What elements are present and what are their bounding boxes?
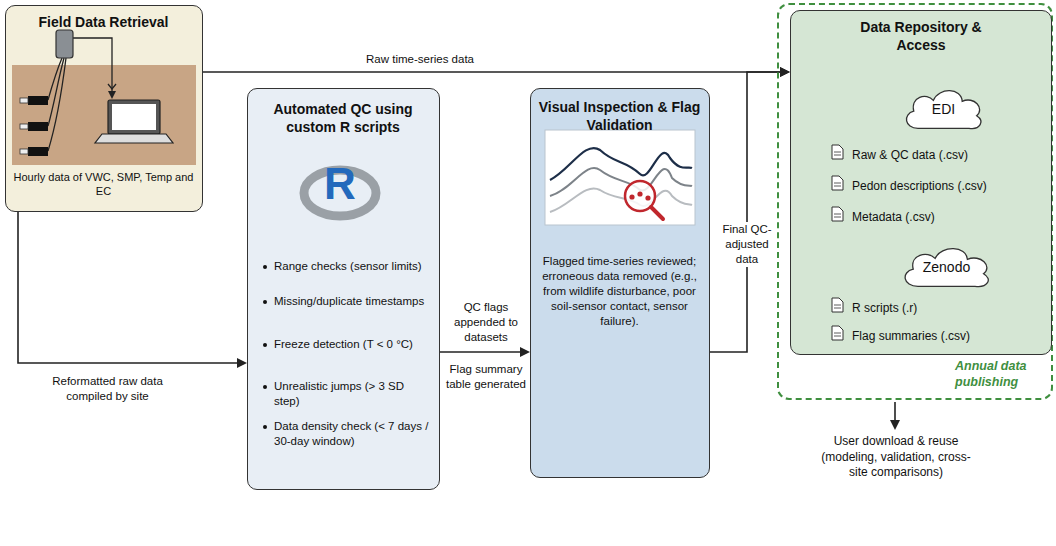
laptop (95, 100, 173, 143)
cloud-node: Zenodo (899, 244, 994, 289)
file-name: Raw & QC data (.csv) (852, 148, 1047, 164)
edge-label: Raw time-series data (330, 52, 510, 67)
magnifier (625, 181, 663, 219)
file-lines (834, 152, 841, 336)
file-name: Pedon descriptions (.csv) (852, 179, 1047, 195)
bullet-item: Missing/duplicate timestamps (274, 294, 432, 309)
soil-profile (12, 65, 196, 165)
bullet-item: Data density check (< 7 days / 30-day wi… (274, 419, 432, 449)
cable-arrow (108, 91, 116, 99)
sensor-cables (48, 58, 66, 151)
bullet-dot (263, 425, 267, 429)
arrow-head (780, 67, 790, 77)
flow-note: Flag summary table generated (445, 362, 527, 392)
file-name: R scripts (.r) (852, 301, 1047, 317)
flow-connector (18, 212, 239, 363)
bullet-dot (263, 343, 267, 347)
box-title: Data Repository & Access (846, 19, 996, 54)
publishing-note: Annual data publishing (955, 359, 1049, 390)
box-title: Visual Inspection & Flag Validation (537, 99, 702, 134)
series-dark (550, 148, 692, 180)
cloud-label: EDI (932, 101, 955, 117)
logger-cable (73, 38, 112, 92)
bullet-item: Range checks (sensor limits) (274, 259, 432, 274)
series-light (550, 188, 692, 212)
edge-label: Reformatted raw data compiled by site (40, 374, 175, 404)
box-body: Flagged time-series reviewed; erroneous … (539, 254, 700, 329)
bullet-item: Freeze detection (T < 0 °C) (274, 337, 432, 352)
box-title: Field Data Retrieval (6, 14, 201, 32)
box-title: Automated QC using custom R scripts (254, 101, 432, 136)
file-icon (832, 145, 843, 340)
flow-connector (710, 72, 782, 352)
end-use-note: User download & reuse (modeling, validat… (813, 434, 979, 481)
file-name: Flag summaries (.csv) (852, 329, 1047, 345)
arrow-head (237, 358, 247, 368)
arrow-head (780, 67, 790, 77)
arrow-line (894, 402, 896, 422)
box-body: Hourly data of VWC, SMP, Temp and EC (11, 170, 196, 199)
edge-label: Final QC-adjusted data (717, 222, 777, 267)
bullet-dot (263, 300, 267, 304)
series-gray (550, 168, 692, 196)
arrow-head (890, 420, 900, 430)
edge-label: QC flags appended to datasets (445, 300, 527, 345)
cable-chevron (108, 84, 116, 89)
bullet-item: Unrealistic jumps (> 3 SD step) (274, 379, 432, 409)
cloud-outline (905, 249, 988, 287)
cloud-outline (906, 91, 980, 129)
bullet-dot (263, 265, 267, 269)
soil-sensors (20, 96, 48, 156)
cloud-node: EDI (901, 86, 986, 131)
bullet-dot (263, 385, 267, 389)
flow-connector (203, 71, 782, 73)
file-name: Metadata (.csv) (852, 210, 1047, 226)
flow-connector (440, 351, 522, 353)
source-box: Field Data RetrievalHourly data of VWC, … (5, 5, 203, 212)
cloud-label: Zenodo (923, 259, 970, 275)
repository-box: Data Repository & AccessRaw & QC data (.… (790, 10, 1052, 355)
process-box: Visual Inspection & Flag ValidationFlagg… (530, 88, 710, 478)
data-logger (56, 30, 73, 58)
arrow-head (520, 347, 530, 357)
publishing-region: Annual data publishing Data Repository &… (777, 3, 1053, 400)
process-box: Automated QC using custom R scriptsRange… (247, 88, 440, 490)
chart-panel (545, 130, 695, 225)
logo-letter: R (318, 160, 362, 208)
